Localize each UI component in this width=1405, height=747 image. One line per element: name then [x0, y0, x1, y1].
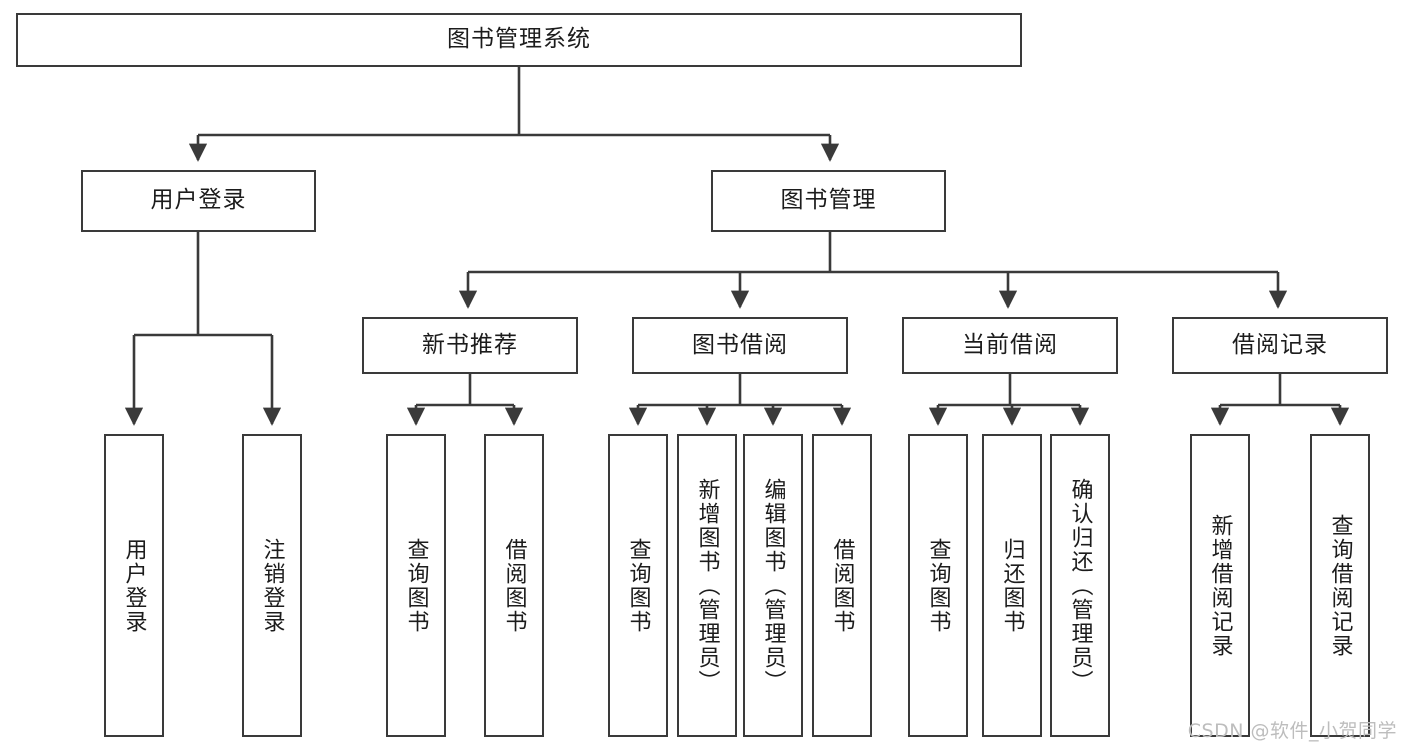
leaf-label: 查询图书 — [925, 537, 951, 634]
node-current-borrow[interactable]: 当前借阅 — [902, 317, 1118, 374]
leaf-label: 新增借阅记录 — [1207, 513, 1233, 658]
leaf-label: 借阅图书 — [501, 537, 527, 634]
node-label: 当前借阅 — [962, 331, 1058, 358]
leaf-return-book[interactable]: 归还图书 — [982, 434, 1042, 737]
leaf-label: 借阅图书 — [829, 537, 855, 634]
leaf-query-book-borrow[interactable]: 查询图书 — [608, 434, 668, 737]
leaf-label: 注销登录 — [259, 537, 285, 634]
leaf-confirm-return-admin[interactable]: 确认归还（管理员） — [1050, 434, 1110, 737]
leaf-label: 用户登录 — [121, 537, 147, 634]
leaf-label: 编辑图书（管理员） — [760, 477, 786, 694]
leaf-edit-book-admin[interactable]: 编辑图书（管理员） — [743, 434, 803, 737]
leaf-label: 新增图书（管理员） — [694, 477, 720, 694]
node-root-label: 图书管理系统 — [447, 26, 591, 53]
node-borrow-records[interactable]: 借阅记录 — [1172, 317, 1388, 374]
leaf-borrow-book[interactable]: 借阅图书 — [812, 434, 872, 737]
node-label: 新书推荐 — [422, 331, 518, 358]
node-new-book-recommend[interactable]: 新书推荐 — [362, 317, 578, 374]
leaf-label: 查询图书 — [625, 537, 651, 634]
node-root[interactable]: 图书管理系统 — [16, 13, 1022, 67]
node-book-management[interactable]: 图书管理 — [711, 170, 946, 232]
leaf-query-book-current[interactable]: 查询图书 — [908, 434, 968, 737]
leaf-label: 归还图书 — [999, 537, 1025, 634]
node-label: 图书借阅 — [692, 331, 788, 358]
leaf-user-login[interactable]: 用户登录 — [104, 434, 164, 737]
node-user-login[interactable]: 用户登录 — [81, 170, 316, 232]
leaf-query-book-recommend[interactable]: 查询图书 — [386, 434, 446, 737]
node-label: 图书管理 — [780, 187, 877, 214]
leaf-add-book-admin[interactable]: 新增图书（管理员） — [677, 434, 737, 737]
node-label: 借阅记录 — [1232, 331, 1328, 358]
leaf-logout[interactable]: 注销登录 — [242, 434, 302, 737]
node-book-borrow[interactable]: 图书借阅 — [632, 317, 848, 374]
leaf-query-borrow-record[interactable]: 查询借阅记录 — [1310, 434, 1370, 737]
leaf-label: 确认归还（管理员） — [1067, 477, 1093, 694]
leaf-label: 查询图书 — [403, 537, 429, 634]
node-label: 用户登录 — [150, 187, 247, 214]
leaf-add-borrow-record[interactable]: 新增借阅记录 — [1190, 434, 1250, 737]
leaf-borrow-book-recommend[interactable]: 借阅图书 — [484, 434, 544, 737]
csdn-watermark: CSDN @软件_小贺同学 — [1187, 720, 1397, 742]
leaf-label: 查询借阅记录 — [1327, 513, 1353, 658]
